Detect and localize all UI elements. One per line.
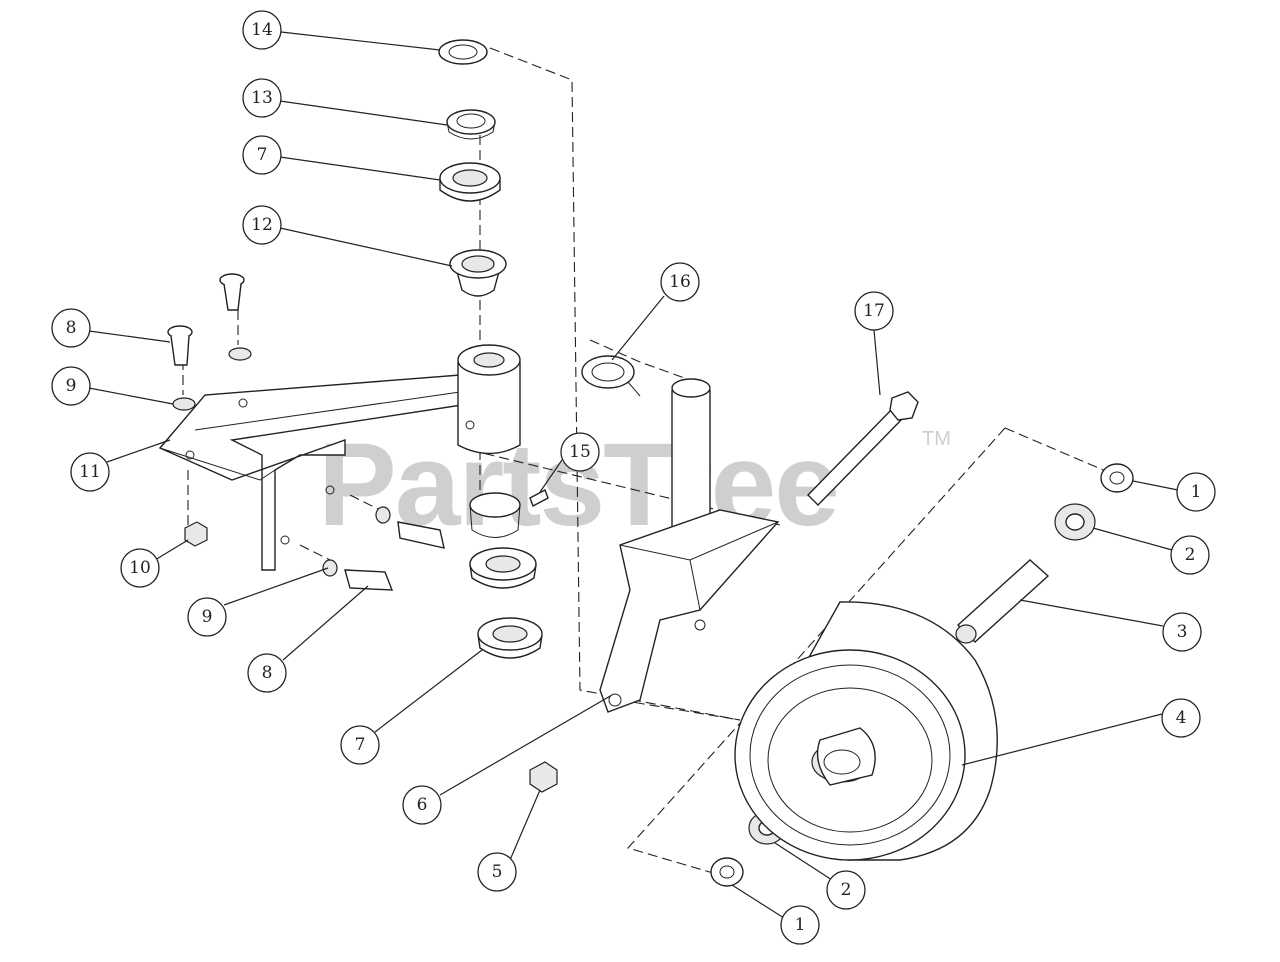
callout-label: 2: [1185, 545, 1196, 565]
callout-label: 8: [262, 663, 273, 683]
callout-label: 7: [257, 145, 268, 165]
washer-9-top: [228, 347, 252, 361]
callout-label: 5: [492, 862, 503, 882]
bolt-8-lower: [322, 559, 394, 591]
callout-label: 12: [251, 215, 273, 235]
bearing-7-upper: [439, 162, 501, 202]
watermark-trademark: TM: [922, 428, 951, 450]
bearing-7-middle: [469, 547, 537, 589]
callout-3[interactable]: 3: [1162, 612, 1202, 652]
callout-label: 3: [1177, 622, 1188, 642]
callout-label: 1: [795, 915, 806, 935]
bearing-2-right: [1054, 503, 1096, 541]
callout-label: 9: [66, 376, 77, 396]
assembly-lines: [182, 47, 1116, 879]
caster-wheel-4: [734, 601, 998, 861]
callout-17[interactable]: 17: [854, 291, 894, 331]
leader-lines: [88, 31, 1179, 919]
callout-14[interactable]: 14: [242, 10, 282, 50]
callout-1-left[interactable]: 1: [780, 905, 820, 945]
callout-label: 6: [417, 795, 428, 815]
bushing-12: [449, 249, 507, 297]
callout-label: 17: [863, 301, 885, 321]
washer-1-left: [710, 857, 744, 887]
bolt-8-right: [375, 506, 445, 549]
callout-1-right[interactable]: 1: [1176, 472, 1216, 512]
caster-fork: [599, 378, 780, 713]
callout-label: 4: [1176, 708, 1187, 728]
callout-11[interactable]: 11: [70, 452, 110, 492]
callout-label: 9: [202, 607, 213, 627]
callout-2-right[interactable]: 2: [1170, 535, 1210, 575]
callouts: 14 13 7 12 16 17 8 9: [51, 10, 1216, 945]
callout-label: 16: [669, 272, 691, 292]
bearing-7-lower: [477, 617, 543, 659]
callout-label: 15: [569, 442, 591, 462]
callout-16[interactable]: 16: [660, 262, 700, 302]
bolt-8-top: [219, 273, 245, 311]
callout-9-top[interactable]: 9: [51, 366, 91, 406]
axle-bolt-17: [807, 391, 919, 506]
callout-label: 11: [79, 462, 101, 482]
callout-label: 2: [841, 880, 852, 900]
callout-12[interactable]: 12: [242, 205, 282, 245]
callout-label: 10: [129, 558, 151, 578]
spacer-3: [955, 559, 1050, 644]
nut-10: [184, 521, 208, 547]
snap-ring-16: [581, 355, 641, 397]
washer-1-right: [1100, 463, 1134, 493]
callout-8-top[interactable]: 8: [51, 308, 91, 348]
callout-7-lower[interactable]: 7: [340, 725, 380, 765]
callout-5[interactable]: 5: [477, 852, 517, 892]
callout-15[interactable]: 15: [560, 432, 600, 472]
callout-label: 13: [251, 88, 273, 108]
bolt-8-top-left: [167, 325, 193, 366]
pin-15: [529, 489, 549, 507]
caster-bracket-arm: [158, 344, 521, 571]
callout-label: 7: [355, 735, 366, 755]
bushing-lower: [469, 492, 521, 538]
callout-label: 8: [66, 318, 77, 338]
callout-7-upper[interactable]: 7: [242, 135, 282, 175]
callout-4[interactable]: 4: [1161, 698, 1201, 738]
callout-6[interactable]: 6: [402, 785, 442, 825]
callout-13[interactable]: 13: [242, 78, 282, 118]
callout-label: 14: [251, 20, 273, 40]
washer-9-left: [172, 397, 196, 411]
washer-14: [438, 39, 488, 65]
callout-label: 1: [1191, 482, 1202, 502]
nut-5: [529, 761, 558, 793]
callout-10[interactable]: 10: [120, 548, 160, 588]
callout-2-left[interactable]: 2: [826, 870, 866, 910]
callout-9-lower[interactable]: 9: [187, 597, 227, 637]
callout-8-lower[interactable]: 8: [247, 653, 287, 693]
bushing-13: [446, 109, 496, 140]
